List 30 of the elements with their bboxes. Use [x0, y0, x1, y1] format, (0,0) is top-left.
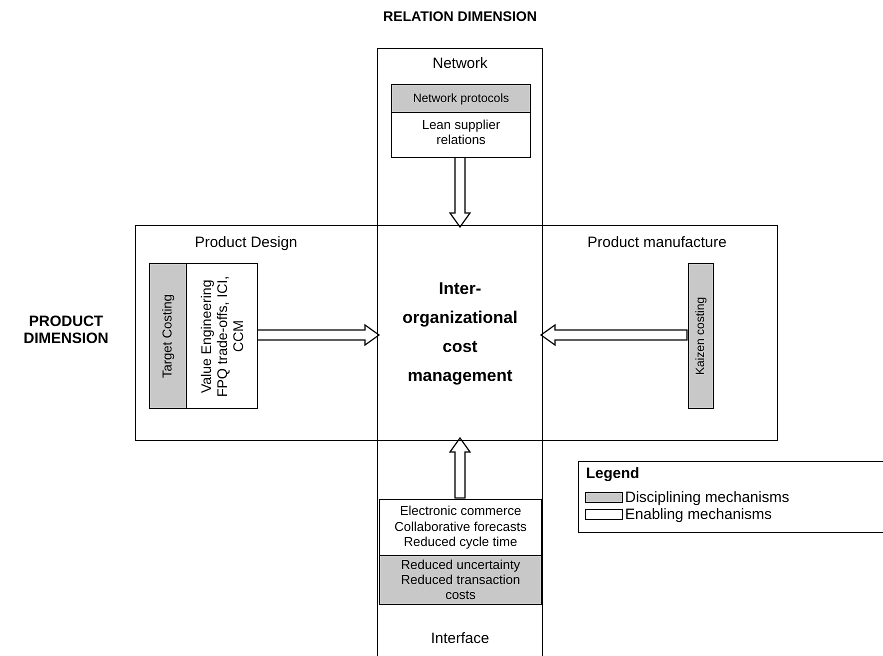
central-concept-text: Inter-organizational cost management — [401, 278, 519, 387]
mechanism-text: Value Engineering FPQ trade-offs, ICI, CCM — [196, 274, 248, 399]
mechanism-text: Reduced uncertainty Reduced transaction costs — [400, 558, 522, 603]
legend-text: Disciplining mechanisms — [625, 489, 790, 506]
mechanism-text: Lean supplier relations — [420, 118, 502, 148]
mechanism-box — [688, 263, 714, 409]
axis-title: RELATION DIMENSION — [382, 8, 538, 24]
axis-title: PRODUCT DIMENSION — [22, 313, 110, 348]
mechanism-box — [379, 555, 542, 605]
band-heading: Network — [431, 55, 488, 72]
dimension-band — [135, 225, 778, 441]
block-arrow — [448, 156, 472, 228]
mechanism-box — [186, 263, 258, 409]
mechanism-text: Kaizen costing — [692, 296, 708, 378]
legend-title: Legend — [586, 465, 640, 482]
legend-text: Enabling mechanisms — [625, 506, 772, 524]
band-heading: Interface — [430, 630, 490, 647]
mechanism-box — [391, 112, 531, 158]
block-arrow — [256, 324, 380, 346]
mechanism-box — [149, 263, 187, 409]
block-arrow — [540, 324, 688, 346]
block-arrow — [448, 436, 472, 499]
mechanism-text: Network protocols — [412, 92, 510, 106]
dimension-band — [377, 48, 543, 656]
mechanism-box — [379, 499, 542, 556]
mechanism-text: Electronic commerce Collaborative forecasts Reduced cycle time — [393, 503, 528, 550]
mechanism-box — [391, 84, 531, 113]
mechanism-text: Target Costing — [158, 293, 176, 380]
band-heading: Product Design — [194, 234, 298, 252]
band-heading: Product manufacture — [586, 234, 728, 252]
